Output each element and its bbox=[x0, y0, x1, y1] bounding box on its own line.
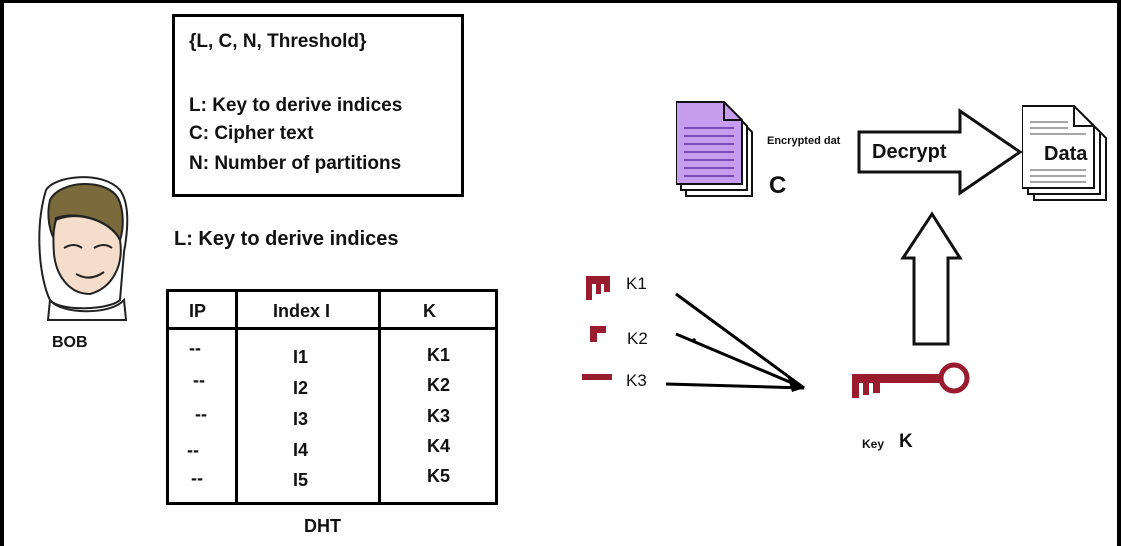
dht-cell: -- bbox=[193, 370, 205, 390]
dht-cell: I2 bbox=[293, 378, 309, 398]
fragment-label-k3: K3 bbox=[626, 371, 647, 390]
dht-cell: -- bbox=[187, 440, 199, 460]
fragment-label-k2: K2 bbox=[627, 329, 648, 348]
info-line-n: N: Number of partitions bbox=[189, 153, 402, 174]
dht-cell: K4 bbox=[427, 436, 451, 456]
encrypted-label: Encrypted dat bbox=[767, 135, 841, 147]
dht-cell: -- bbox=[191, 468, 203, 488]
decrypt-arrow-icon bbox=[857, 108, 1023, 196]
bob-label: BOB bbox=[52, 334, 88, 351]
key-fragment-2-icon bbox=[590, 326, 606, 342]
dht-header-divider bbox=[169, 327, 495, 330]
dht-col-divider bbox=[378, 292, 381, 502]
fragment-label-k1: K1 bbox=[626, 274, 647, 293]
ciphertext-symbol: C bbox=[769, 172, 787, 199]
data-document-icon bbox=[1022, 105, 1107, 201]
info-heading: {L, C, N, Threshold} bbox=[189, 31, 367, 52]
combine-line-k1 bbox=[675, 292, 805, 390]
info-line-l: L: Key to derive indices bbox=[189, 95, 403, 116]
dht-cell: K5 bbox=[427, 466, 451, 486]
info-box: {L, C, N, Threshold} L: Key to derive in… bbox=[172, 14, 464, 197]
dht-cell: K2 bbox=[427, 375, 451, 395]
up-arrow-icon bbox=[900, 211, 963, 346]
dht-cell: -- bbox=[189, 338, 201, 358]
dht-cell: K1 bbox=[427, 345, 451, 365]
dht-cell: I1 bbox=[293, 347, 309, 367]
dht-header-ip: IP bbox=[189, 301, 207, 321]
dht-col-divider bbox=[235, 292, 238, 502]
dht-cell: I3 bbox=[293, 409, 309, 429]
decrypt-label: Decrypt bbox=[872, 141, 947, 163]
data-label: Data bbox=[1044, 143, 1088, 165]
dht-header-index: Index I bbox=[273, 301, 331, 321]
dht-table: IP Index I K -- I1 K1 -- I2 K2 -- I3 K3 … bbox=[166, 289, 498, 505]
key-icon bbox=[852, 362, 970, 398]
encrypted-document-icon bbox=[676, 101, 753, 197]
key-fragments bbox=[582, 276, 612, 380]
dht-cell: I4 bbox=[293, 440, 309, 460]
key-symbol: K bbox=[899, 431, 913, 452]
combine-arrowhead bbox=[788, 378, 804, 392]
dht-caption: DHT bbox=[304, 516, 341, 536]
info-line-c: C: Cipher text bbox=[189, 123, 314, 144]
dht-cell: -- bbox=[195, 404, 207, 424]
key-word: Key bbox=[862, 437, 885, 451]
dht-cell: K3 bbox=[427, 406, 451, 426]
combine-line-k3 bbox=[665, 382, 805, 390]
dht-header-k: K bbox=[423, 301, 436, 321]
bob-avatar bbox=[38, 176, 129, 321]
key-fragment-1-icon bbox=[586, 276, 610, 300]
dht-cell: I5 bbox=[293, 470, 309, 490]
stray-dot bbox=[692, 338, 696, 342]
key-fragment-3-icon bbox=[582, 374, 612, 380]
key-note: L: Key to derive indices bbox=[174, 228, 399, 250]
combine-line-k2 bbox=[675, 332, 805, 390]
